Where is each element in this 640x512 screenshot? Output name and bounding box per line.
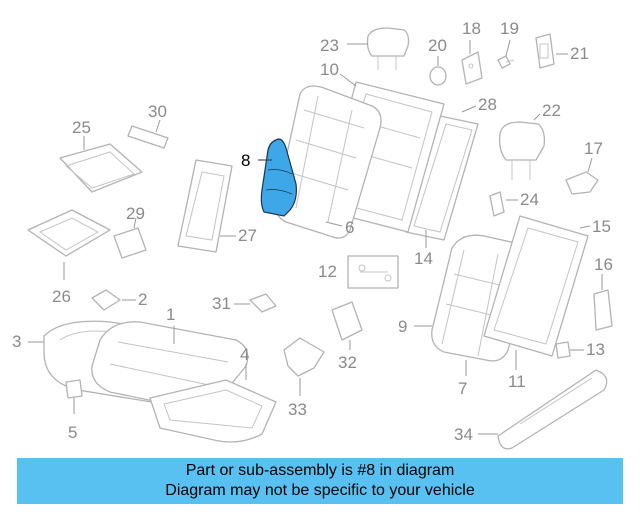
part-24-fastener: [489, 191, 518, 217]
callout-5[interactable]: 5: [68, 423, 77, 442]
callout-1[interactable]: 1: [166, 305, 175, 324]
callout-27[interactable]: 27: [238, 226, 257, 245]
part-17-clip: [565, 157, 599, 195]
part-23-headrest: [347, 27, 410, 70]
callout-30[interactable]: 30: [148, 102, 167, 121]
info-banner: Part or sub-assembly is #8 in diagram Di…: [17, 458, 623, 504]
callout-9[interactable]: 9: [398, 317, 407, 336]
callout-2[interactable]: 2: [138, 290, 147, 309]
part-19-screw: [497, 39, 515, 69]
callout-11[interactable]: 11: [508, 372, 526, 391]
part-5-clip: [65, 379, 83, 414]
banner-line-part: Part or sub-assembly is #8 in diagram: [185, 462, 455, 479]
part-32-bracket: [331, 301, 363, 350]
parts-diagram: 23 20 18 19 21 22 17: [12, 19, 613, 450]
part-8-pad: [258, 138, 297, 217]
part-27-frame: [177, 159, 236, 253]
callout-18[interactable]: 18: [462, 19, 481, 38]
callout-31[interactable]: 31: [212, 294, 231, 313]
callout-7[interactable]: 7: [458, 379, 467, 398]
callout-13[interactable]: 13: [586, 340, 605, 359]
part-20-cap: [429, 56, 447, 86]
part-2-bracket: [91, 289, 136, 311]
callout-28[interactable]: 28: [478, 95, 497, 114]
callout-23[interactable]: 23: [320, 36, 339, 55]
callout-14[interactable]: 14: [414, 249, 433, 268]
part-15-frame: [483, 215, 591, 370]
callout-4[interactable]: 4: [240, 345, 249, 364]
callout-16[interactable]: 16: [594, 255, 613, 274]
callout-21[interactable]: 21: [570, 44, 589, 63]
callout-12[interactable]: 12: [318, 262, 337, 281]
callout-17[interactable]: 17: [584, 139, 603, 158]
part-30-strip: [127, 119, 169, 149]
part-25-pad: [59, 136, 143, 193]
part-29-piece: [113, 217, 147, 259]
part-34-bag: [478, 369, 608, 450]
callout-22[interactable]: 22: [542, 101, 561, 120]
callout-29[interactable]: 29: [126, 204, 145, 223]
part-21-clip: [535, 33, 568, 69]
callout-10[interactable]: 10: [320, 60, 339, 79]
part-31-bracket: [234, 293, 277, 313]
callout-6[interactable]: 6: [345, 218, 354, 237]
part-18-bracket: [461, 40, 483, 85]
callout-26[interactable]: 26: [52, 287, 71, 306]
callout-3[interactable]: 3: [12, 332, 21, 351]
callout-32[interactable]: 32: [338, 353, 357, 372]
callout-33[interactable]: 33: [288, 400, 307, 419]
part-26-tray: [27, 209, 111, 280]
part-22-headrest: [498, 113, 546, 180]
callout-25[interactable]: 25: [72, 118, 91, 137]
callout-15[interactable]: 15: [592, 217, 611, 236]
part-33-mount: [283, 337, 325, 396]
banner-line-disclaimer: Diagram may not be specific to your vehi…: [165, 482, 475, 499]
callout-34[interactable]: 34: [454, 425, 473, 444]
callout-19[interactable]: 19: [500, 19, 519, 38]
callout-8[interactable]: 8: [241, 151, 250, 170]
part-13-clip: [555, 341, 584, 359]
callout-20[interactable]: 20: [428, 36, 447, 55]
part-4-frame: [149, 364, 277, 443]
part-6-seatback: [275, 85, 382, 239]
part-12-bolt: [347, 255, 399, 289]
callout-24[interactable]: 24: [520, 190, 539, 209]
part-16-bracket: [593, 274, 613, 331]
